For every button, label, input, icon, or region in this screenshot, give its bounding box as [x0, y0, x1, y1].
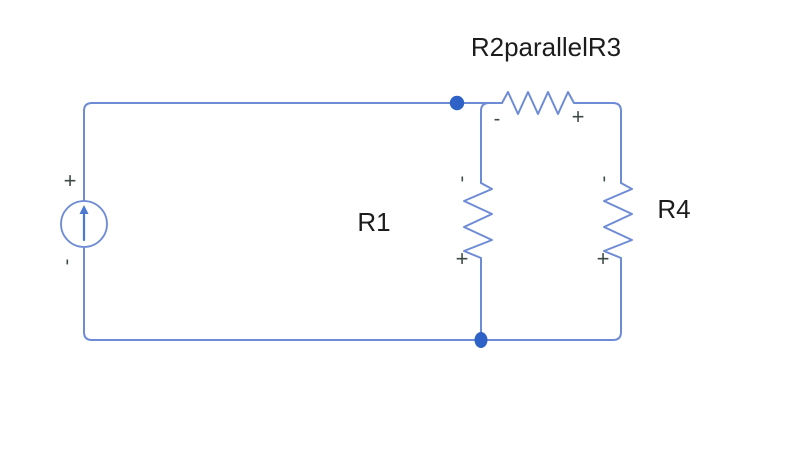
current-source: + - — [57, 168, 108, 266]
resistor-r4-label: R4 — [657, 194, 690, 224]
junction-dot-top — [449, 95, 465, 111]
resistor-r4-zigzag — [603, 182, 633, 259]
resistor-r4: R4 - + — [594, 176, 691, 271]
resistor-r1-zigzag — [463, 182, 493, 259]
outer-loop-wire — [83, 102, 622, 341]
wires — [83, 102, 622, 341]
current-source-plus-sign: + — [64, 168, 77, 193]
resistor-r2-parallel-r3: R2parallelR3 - + — [471, 32, 621, 130]
middle-branch-wire — [480, 102, 490, 341]
resistor-r4-plus-sign: + — [597, 246, 610, 271]
resistor-r2-parallel-r3-zigzag — [501, 91, 579, 115]
junction-dot-bottom — [474, 332, 488, 348]
resistor-r2-parallel-r3-label: R2parallelR3 — [471, 32, 621, 62]
resistor-r1-minus-sign: - — [452, 176, 474, 183]
resistor-r1: R1 - + — [357, 176, 493, 271]
current-source-minus-sign: - — [57, 259, 79, 266]
resistor-r4-minus-sign: - — [594, 176, 616, 183]
resistor-r2-parallel-r3-minus-sign: - — [494, 108, 501, 130]
resistor-r1-plus-sign: + — [456, 246, 469, 271]
resistor-r2-parallel-r3-plus-sign: + — [572, 104, 585, 129]
junction-dots — [449, 95, 488, 348]
current-source-arrow-head — [79, 205, 89, 214]
resistor-r1-label: R1 — [357, 207, 390, 237]
